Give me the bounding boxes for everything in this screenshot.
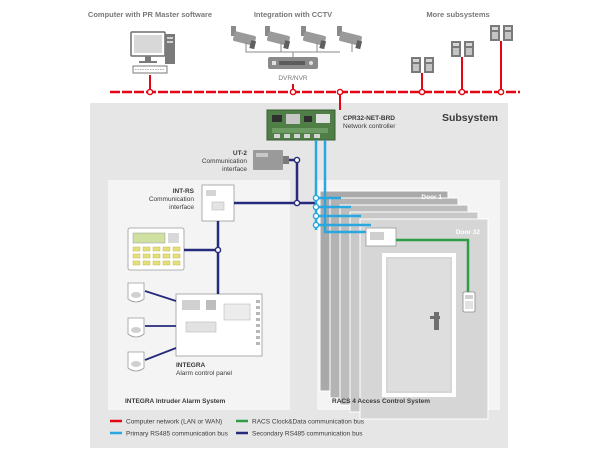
camera-icon-4 [337,26,363,50]
motion-detector-icon-3 [127,351,145,372]
detector-wiring [144,290,177,361]
alarm-panel-board [175,293,263,357]
legend-label: RACS Clock&Data communication bus [252,419,365,426]
subsystem-title: Subsystem [442,112,498,124]
controller-desc: Network controller [343,123,396,130]
door-last-label: Door 32 [456,229,481,236]
camera-icon-3 [301,26,327,50]
dvr-icon [268,57,318,69]
cctv-label: Integration with CCTV [254,10,332,19]
intrs-interface-icon [201,184,235,222]
integra-name: INTEGRA [176,362,206,369]
legend-label: Computer network (LAN or WAN) [126,419,222,426]
ut2-name: UT-2 [233,150,247,157]
pc-label: Computer with PR Master software [88,10,212,19]
door-first-label: Door 1 [421,194,442,201]
door-icon [382,253,456,397]
legend-item-lan: Computer network (LAN or WAN) [110,419,222,426]
subsystem-module-icons [411,25,513,92]
legend-label: Primary RS485 communication bus [126,431,229,438]
intrs-desc-1: Communication [149,196,195,203]
clock-data-line [396,238,470,292]
secondary-rs485-nodes [214,156,301,254]
motion-detector-icon-2 [127,317,145,338]
keypad-icon [127,227,185,271]
intruder-system-title: INTEGRA Intruder Alarm System [125,398,226,405]
card-reader-icon [462,291,476,313]
integra-desc: Alarm control panel [176,370,233,377]
cctv-wiring [245,42,353,57]
legend: Computer network (LAN or WAN) Primary RS… [110,419,365,438]
motion-detector-icon-1 [127,282,145,303]
legend-item-primary-rs485: Primary RS485 communication bus [110,431,229,438]
more-subsystems-label: More subsystems [426,10,489,19]
camera-icon-1 [231,26,257,50]
door-controller-icon [365,227,397,247]
controller-name: CPR32-NET-BRD [343,115,395,122]
ut2-interface-icon [253,150,289,170]
primary-rs485-nodes [312,194,320,229]
ut2-desc-1: Communication [202,158,248,165]
camera-icon-2 [265,26,291,50]
computer-icon [130,31,175,74]
legend-item-secondary-rs485: Secondary RS485 communication bus [236,431,363,438]
dvr-label: DVR/NVR [278,75,308,82]
intrs-desc-2: interface [169,204,194,211]
legend-label: Secondary RS485 communication bus [252,431,363,438]
ut2-desc-2: interface [222,166,247,173]
intrs-name: INT-RS [173,188,195,195]
legend-item-clock-data: RACS Clock&Data communication bus [236,419,365,426]
network-controller-board [266,109,336,141]
lan-network-line [110,75,520,110]
racs-system-title: RACS 4 Access Control System [332,398,430,405]
